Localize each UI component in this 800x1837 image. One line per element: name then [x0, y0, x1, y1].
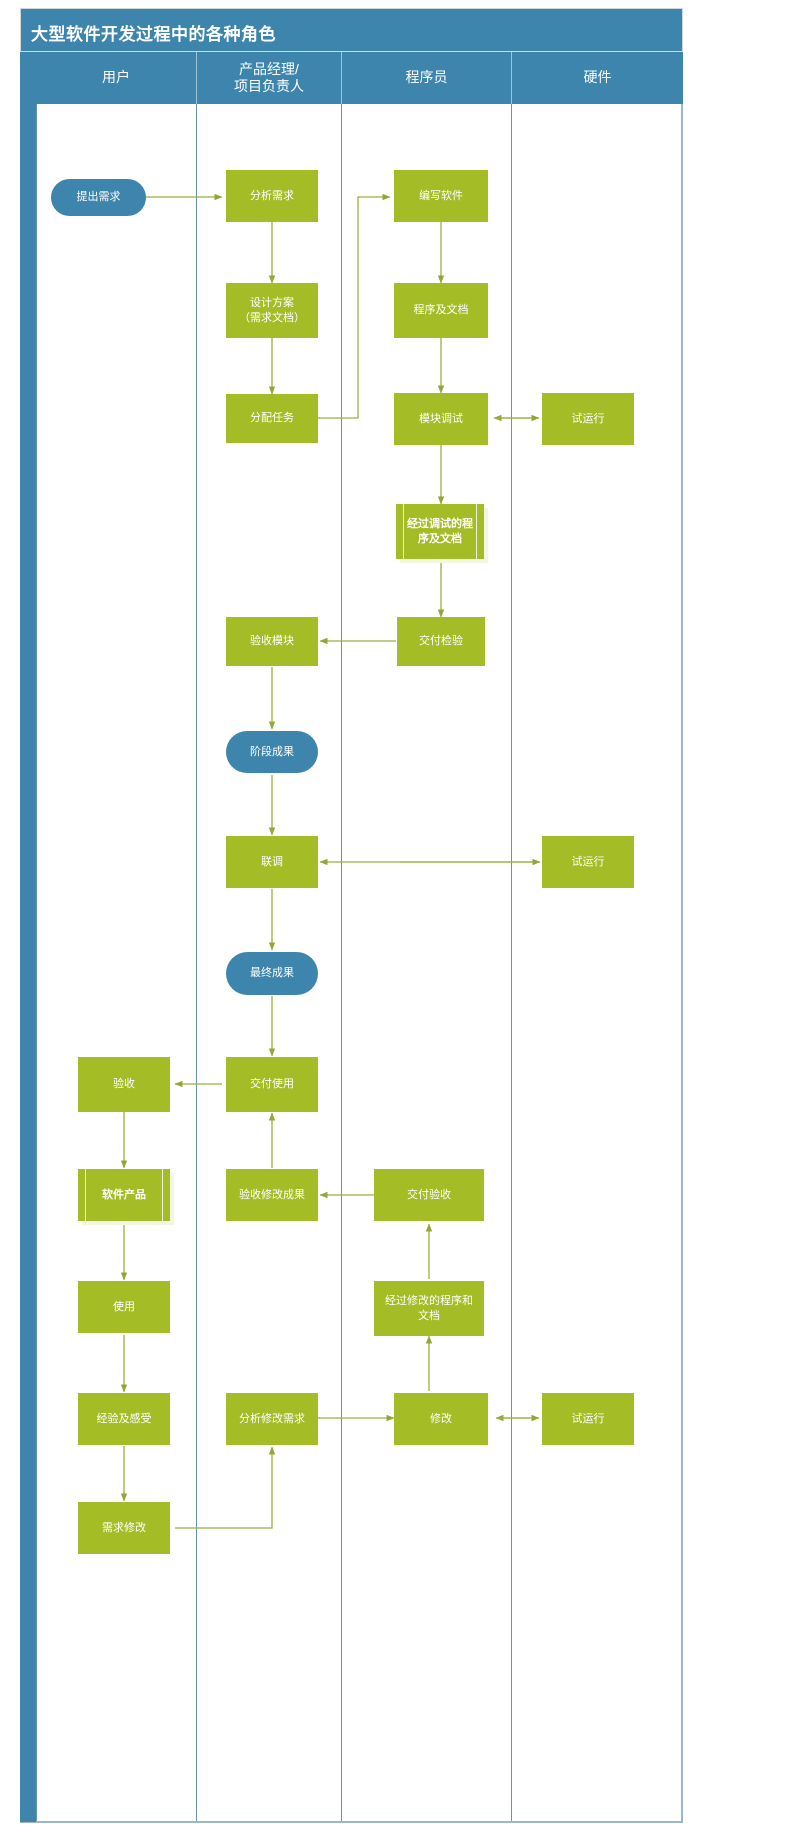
node-modify[interactable]: 修改: [394, 1393, 488, 1445]
node-label: 交付验收: [407, 1188, 451, 1201]
node-write-software[interactable]: 编写软件: [394, 170, 488, 222]
node-label-line1: 设计方案: [250, 296, 294, 309]
node-requirement-change[interactable]: 需求修改: [78, 1502, 170, 1554]
node-label: 使用: [113, 1300, 135, 1313]
node-trial-run-1[interactable]: 试运行: [542, 393, 634, 445]
node-label: 试运行: [571, 1412, 605, 1425]
node-label: 分析修改需求: [239, 1412, 305, 1425]
node-accept-modified-result[interactable]: 验收修改成果: [226, 1169, 318, 1221]
node-label: 程序及文档: [413, 304, 469, 317]
diagram-bottom-border: [20, 1821, 683, 1823]
node-label: 验收: [113, 1078, 135, 1091]
node-module-debug[interactable]: 模块调试: [394, 393, 488, 445]
node-program-and-docs[interactable]: 程序及文档: [394, 283, 488, 338]
node-label: 分析需求: [250, 189, 294, 202]
lane-header-hardware: 硬件: [512, 52, 683, 104]
node-label: 验收模块: [250, 635, 294, 648]
diagram-title-band: 大型软件开发过程中的各种角色: [20, 8, 683, 52]
lane-header-pm-line2: 项目负责人: [234, 78, 304, 94]
node-label: 最终成果: [250, 967, 294, 980]
node-analyze-change-requirement[interactable]: 分析修改需求: [226, 1393, 318, 1445]
node-label: 软件产品: [102, 1188, 146, 1201]
node-propose-requirement[interactable]: 提出需求: [51, 179, 146, 216]
node-software-product[interactable]: 软件产品: [78, 1169, 170, 1221]
lane-header-hardware-label: 硬件: [583, 69, 612, 86]
lane-header-developer: 程序员: [342, 52, 512, 104]
node-label: 验收修改成果: [239, 1188, 305, 1201]
lane-body-developer: [342, 104, 512, 1822]
lane-header-user-label: 用户: [102, 69, 130, 86]
node-delivery-inspection[interactable]: 交付检验: [397, 617, 485, 666]
node-label: 阶段成果: [250, 745, 294, 758]
node-label: 提出需求: [76, 191, 121, 204]
node-label-line2: 序及文档: [418, 532, 462, 545]
node-final-result[interactable]: 最终成果: [226, 952, 318, 995]
node-label: 试运行: [571, 412, 605, 425]
node-design-plan[interactable]: 设计方案 （需求文档）: [226, 283, 318, 338]
swimlane-left-stripe: [20, 52, 36, 1822]
diagram-title: 大型软件开发过程中的各种角色: [31, 25, 276, 44]
node-label: 经过修改的程序和 文档: [381, 1294, 477, 1324]
node-assign-tasks[interactable]: 分配任务: [226, 394, 318, 443]
node-deliver-for-use[interactable]: 交付使用: [226, 1057, 318, 1112]
node-label-line2: （需求文档）: [239, 311, 305, 324]
lane-body-user: [36, 104, 197, 1822]
node-label-line1: 经过调试的程: [407, 517, 473, 530]
node-label: 经过调试的程 序及文档: [403, 517, 477, 547]
lane-header-pm-label: 产品经理/ 项目负责人: [234, 61, 304, 96]
node-joint-debug[interactable]: 联调: [226, 836, 318, 888]
diagram-right-border: [681, 52, 683, 1822]
node-label: 修改: [430, 1412, 452, 1425]
node-label: 模块调试: [419, 412, 463, 425]
node-label: 交付检验: [419, 635, 463, 648]
node-label: 设计方案 （需求文档）: [235, 296, 309, 326]
node-label-line2: 文档: [418, 1309, 440, 1322]
node-label: 分配任务: [250, 412, 294, 425]
node-label: 编写软件: [419, 189, 463, 202]
node-acceptance[interactable]: 验收: [78, 1057, 170, 1112]
node-use[interactable]: 使用: [78, 1281, 170, 1333]
node-label-line1: 经过修改的程序和: [385, 1294, 473, 1307]
node-experience-and-feeling[interactable]: 经验及感受: [78, 1393, 170, 1445]
node-stage-result[interactable]: 阶段成果: [226, 731, 318, 773]
node-analyze-requirement[interactable]: 分析需求: [226, 170, 318, 222]
node-label: 联调: [261, 855, 283, 868]
node-label: 交付使用: [250, 1078, 294, 1091]
node-debugged-program-and-docs[interactable]: 经过调试的程 序及文档: [396, 504, 484, 559]
node-label: 试运行: [571, 855, 605, 868]
lane-header-pm: 产品经理/ 项目负责人: [197, 52, 342, 104]
lane-header-developer-label: 程序员: [405, 69, 448, 86]
node-trial-run-3[interactable]: 试运行: [542, 1393, 634, 1445]
node-label: 经验及感受: [96, 1412, 152, 1425]
node-trial-run-2[interactable]: 试运行: [542, 836, 634, 888]
node-modified-program-and-docs[interactable]: 经过修改的程序和 文档: [374, 1281, 484, 1336]
swimlane-header-row: [36, 52, 683, 104]
lane-header-pm-line1: 产品经理/: [239, 60, 299, 77]
node-delivery-acceptance[interactable]: 交付验收: [374, 1169, 484, 1221]
lane-body-hardware: [512, 104, 683, 1822]
lane-header-user: 用户: [36, 52, 197, 104]
node-accept-module[interactable]: 验收模块: [226, 617, 318, 666]
node-label: 需求修改: [102, 1521, 146, 1534]
